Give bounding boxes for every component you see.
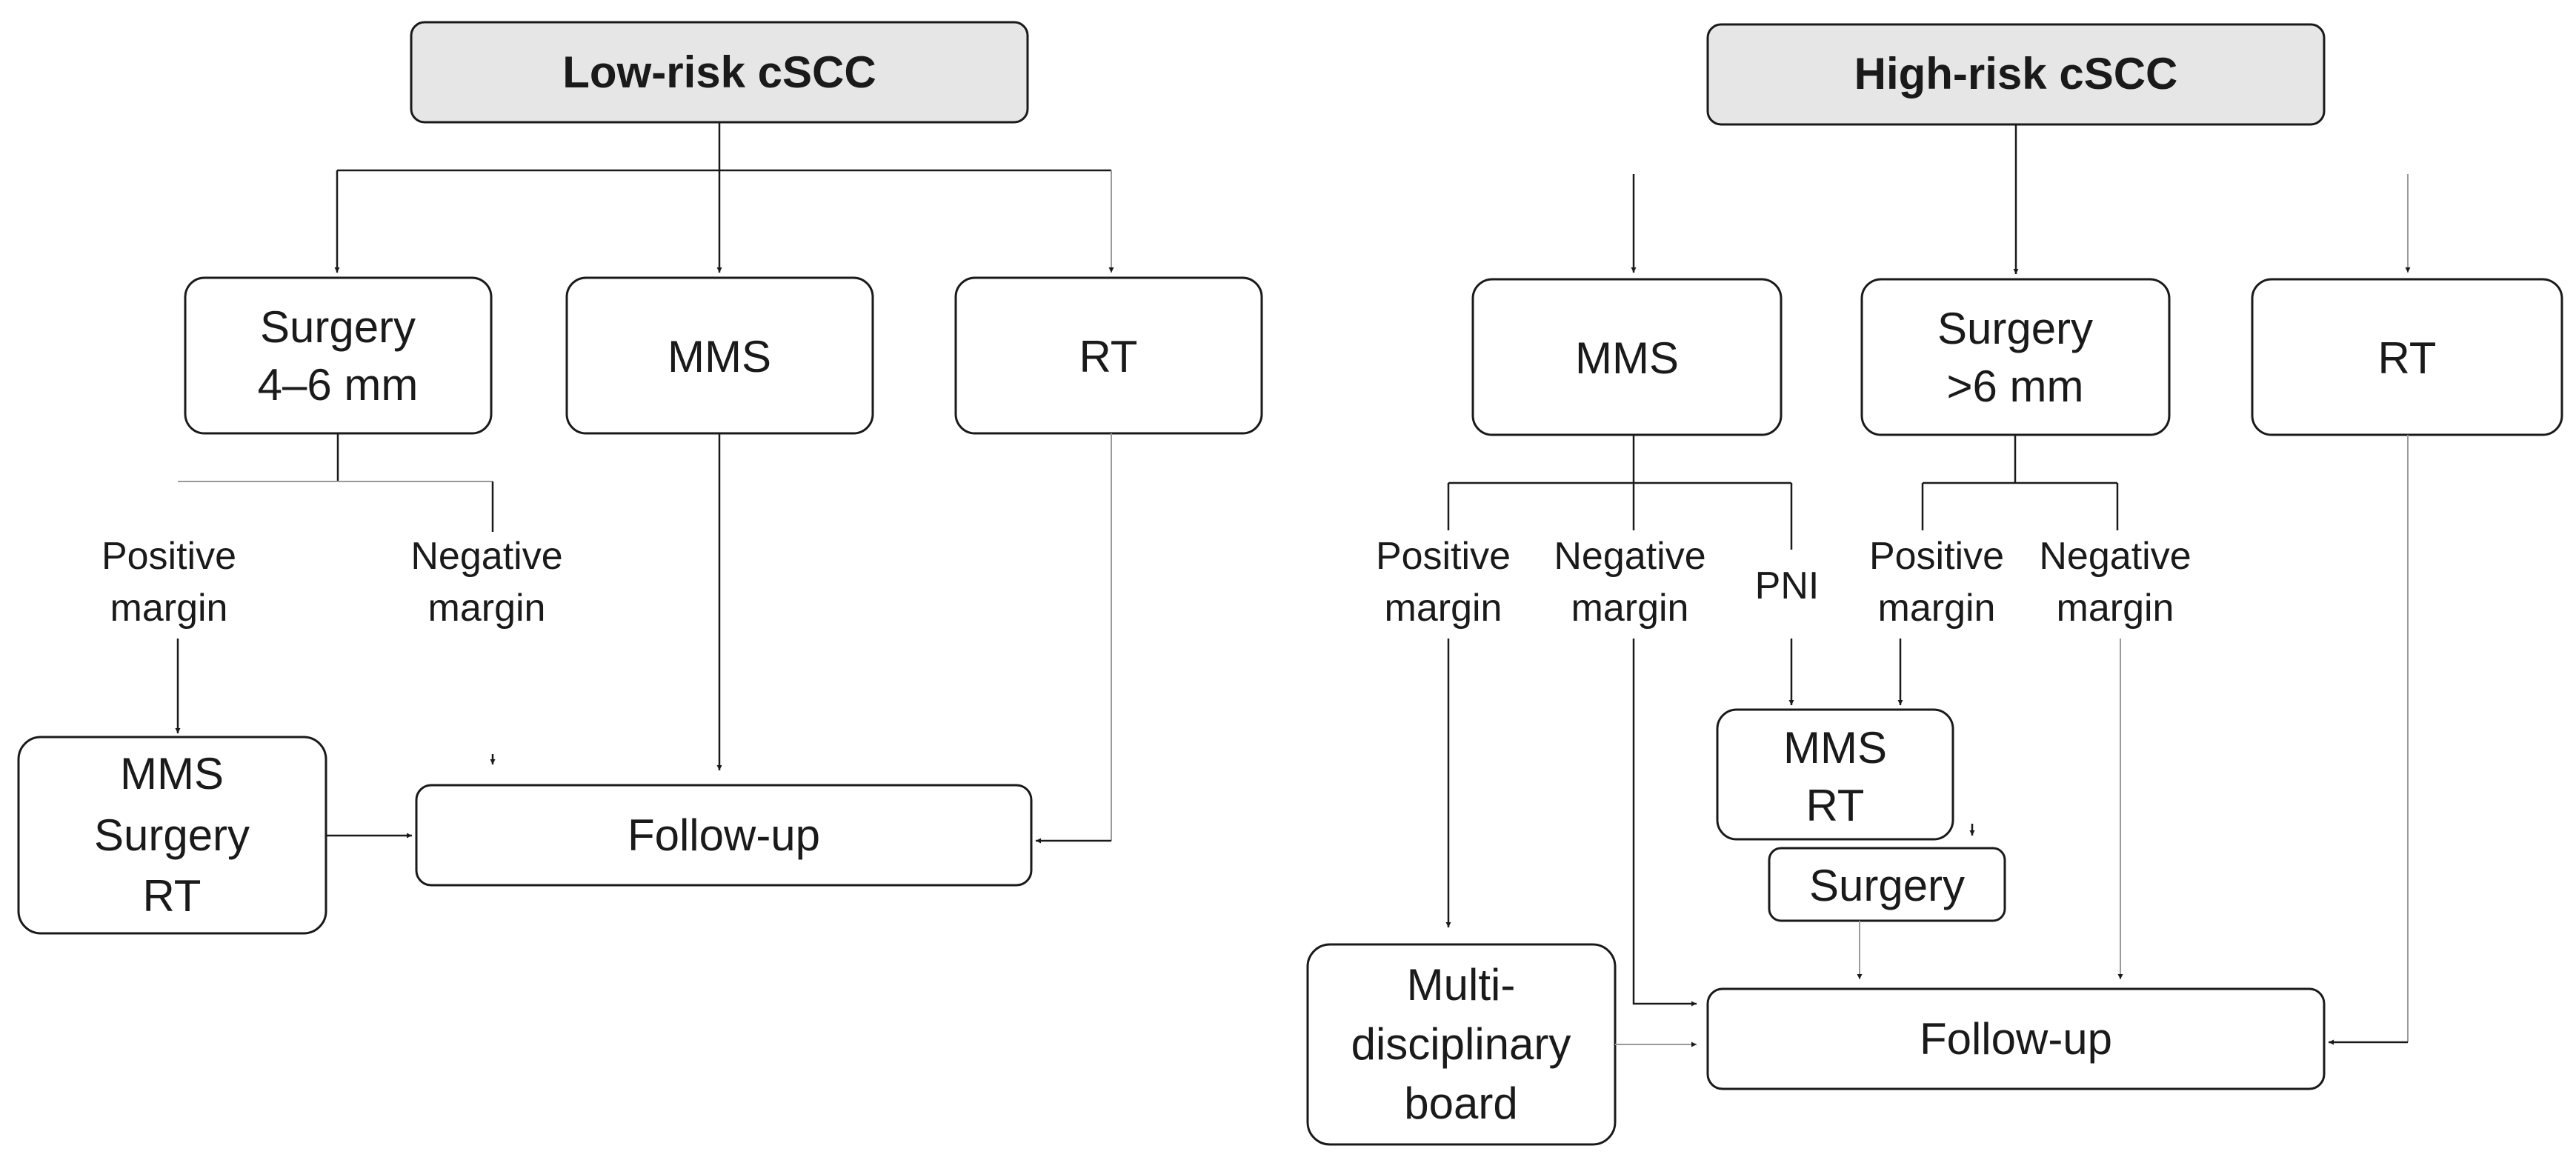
low-risk-title: Low-risk cSCC (562, 47, 876, 97)
low-positive-margin-line1: Positive (101, 535, 236, 578)
high-mms-rt-box (1716, 708, 1954, 841)
high-surgery-positive-line1: Positive (1869, 535, 2004, 578)
low-reexcision-line1: MMS (120, 749, 224, 799)
high-mms-positive-line1: Positive (1376, 535, 1511, 578)
high-surgery-after-box (1768, 847, 2006, 922)
low-follow-up-box (415, 784, 1033, 887)
high-surgery-negative-line2: margin (2057, 587, 2174, 630)
high-pni-label: PNI (1755, 564, 1820, 607)
high-surgery-box (1860, 278, 2171, 436)
high-mms-negative-line1: Negative (1554, 535, 1705, 578)
high-mms-rt-line2: RT (1806, 781, 1865, 830)
high-follow-up-box (1706, 987, 2326, 1090)
low-risk-panel: Low-risk cSCC Surgery 4–6 mm MMS RT Posi… (17, 21, 1263, 935)
high-surgery-after-label: Surgery (1809, 861, 1965, 910)
high-surgery-line1: Surgery (1937, 304, 2093, 353)
high-surgery-positive-line2: margin (1878, 587, 1996, 630)
high-board-line1: Multi- (1407, 960, 1516, 1010)
high-mms-negative-line2: margin (1571, 587, 1689, 630)
low-negative-margin-line1: Negative (410, 535, 562, 578)
low-reexcision-line2: Surgery (94, 810, 250, 860)
high-mms-positive-line2: margin (1385, 587, 1502, 630)
low-mms-label: MMS (668, 332, 771, 381)
high-rt-label: RT (2378, 333, 2437, 383)
high-mms-label: MMS (1575, 333, 1679, 383)
high-risk-panel: High-risk cSCC MMS Surgery >6 mm RT Posi… (1306, 23, 2563, 1146)
high-follow-up-label: Follow-up (1920, 1014, 2112, 1064)
low-positive-margin-line2: margin (110, 587, 228, 630)
low-rt-label: RT (1079, 332, 1138, 381)
high-surgery-line2: >6 mm (1946, 361, 2083, 411)
high-board-line3: board (1404, 1079, 1517, 1128)
low-surgery-box (184, 276, 493, 435)
low-surgery-line2: 4–6 mm (258, 360, 419, 410)
low-reexcision-line3: RT (143, 871, 202, 921)
low-surgery-line1: Surgery (260, 302, 416, 352)
low-follow-up-label: Follow-up (628, 810, 820, 860)
high-mms-rt-line1: MMS (1783, 723, 1887, 773)
high-risk-title: High-risk cSCC (1854, 49, 2178, 99)
low-negative-margin-line2: margin (428, 587, 546, 630)
high-mms-box (1471, 278, 1783, 436)
high-surgery-negative-line1: Negative (2039, 535, 2191, 578)
low-rt-box (954, 276, 1263, 435)
arrow-mms-negative-to-follow-up (1632, 639, 1697, 1007)
high-board-line2: disciplinary (1351, 1019, 1571, 1069)
